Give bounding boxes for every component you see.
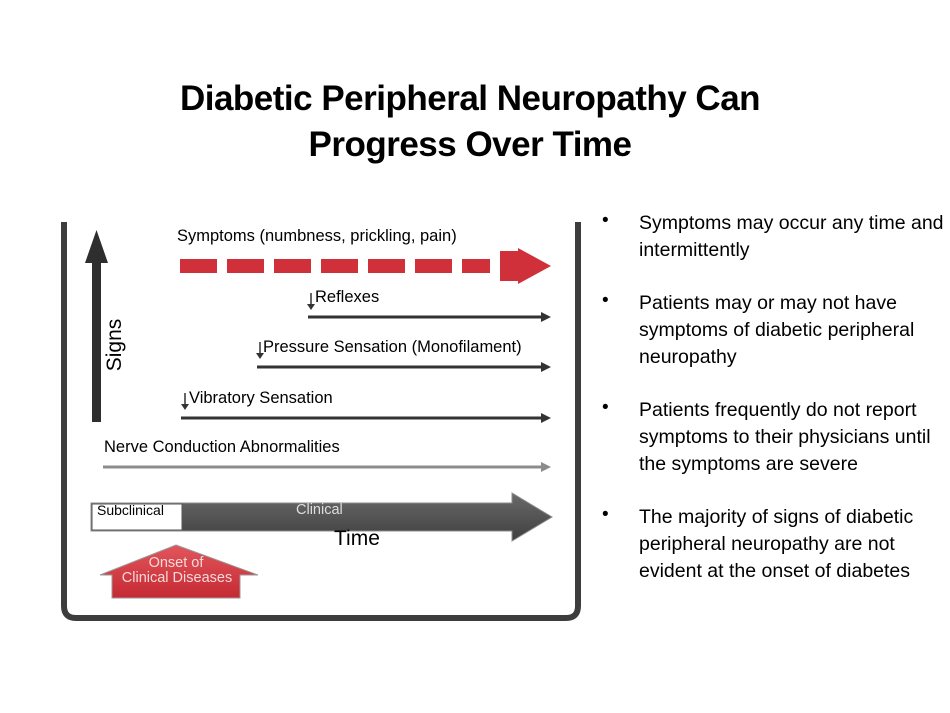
bullet-item: • Symptoms may occur any time and interm… — [600, 210, 945, 264]
title-line-1: Diabetic Peripheral Neuropathy Can — [179, 79, 761, 118]
slide-title: Diabetic Peripheral Neuropathy Can Progr… — [60, 76, 880, 168]
symptoms-label: Symptoms (numbness, prickling, pain) — [177, 227, 457, 245]
reflexes-onset-marker — [307, 293, 315, 310]
bullet-list: • Symptoms may occur any time and interm… — [600, 210, 945, 611]
subclinical-label: Subclinical — [97, 502, 164, 518]
title-line-2: Progress Over Time — [308, 125, 632, 164]
vibratory-arrow — [181, 413, 551, 423]
time-axis-label: Time — [334, 527, 380, 550]
onset-label-line-1: Onset of — [149, 555, 205, 571]
nerve-conduction-label: Nerve Conduction Abnormalities — [104, 438, 340, 456]
symptoms-dashed-arrow — [180, 248, 551, 284]
bullet-text: Patients may or may not have symptoms of… — [639, 292, 915, 368]
bullet-item: • Patients frequently do not report symp… — [600, 397, 945, 478]
diagram-frame — [61, 222, 581, 621]
reflexes-label: Reflexes — [315, 288, 379, 306]
reflexes-arrow — [308, 312, 551, 322]
vibratory-onset-marker — [181, 393, 189, 410]
bullet-text: Patients frequently do not report sympto… — [639, 399, 931, 475]
bullet-glyph: • — [602, 290, 609, 311]
nerve-conduction-arrow — [103, 462, 551, 472]
bullet-glyph: • — [602, 504, 609, 525]
signs-axis-arrow — [85, 230, 108, 422]
clinical-label: Clinical — [296, 502, 343, 518]
bullet-text: The majority of signs of diabetic periph… — [639, 506, 914, 582]
bullet-text: Symptoms may occur any time and intermit… — [639, 212, 944, 261]
onset-arrow — [99, 544, 259, 599]
bullet-glyph: • — [602, 210, 609, 231]
signs-axis-label: Signs — [103, 319, 126, 372]
time-arrow — [90, 492, 553, 542]
onset-label-line-2: Clinical Diseases — [122, 570, 232, 586]
vibratory-label: Vibratory Sensation — [189, 389, 333, 407]
bullet-glyph: • — [602, 397, 609, 418]
pressure-arrow — [257, 362, 551, 372]
bullet-item: • Patients may or may not have symptoms … — [600, 290, 945, 371]
pressure-onset-marker — [256, 342, 264, 359]
bullet-item: • The majority of signs of diabetic peri… — [600, 504, 945, 585]
pressure-label: Pressure Sensation (Monofilament) — [263, 338, 522, 356]
